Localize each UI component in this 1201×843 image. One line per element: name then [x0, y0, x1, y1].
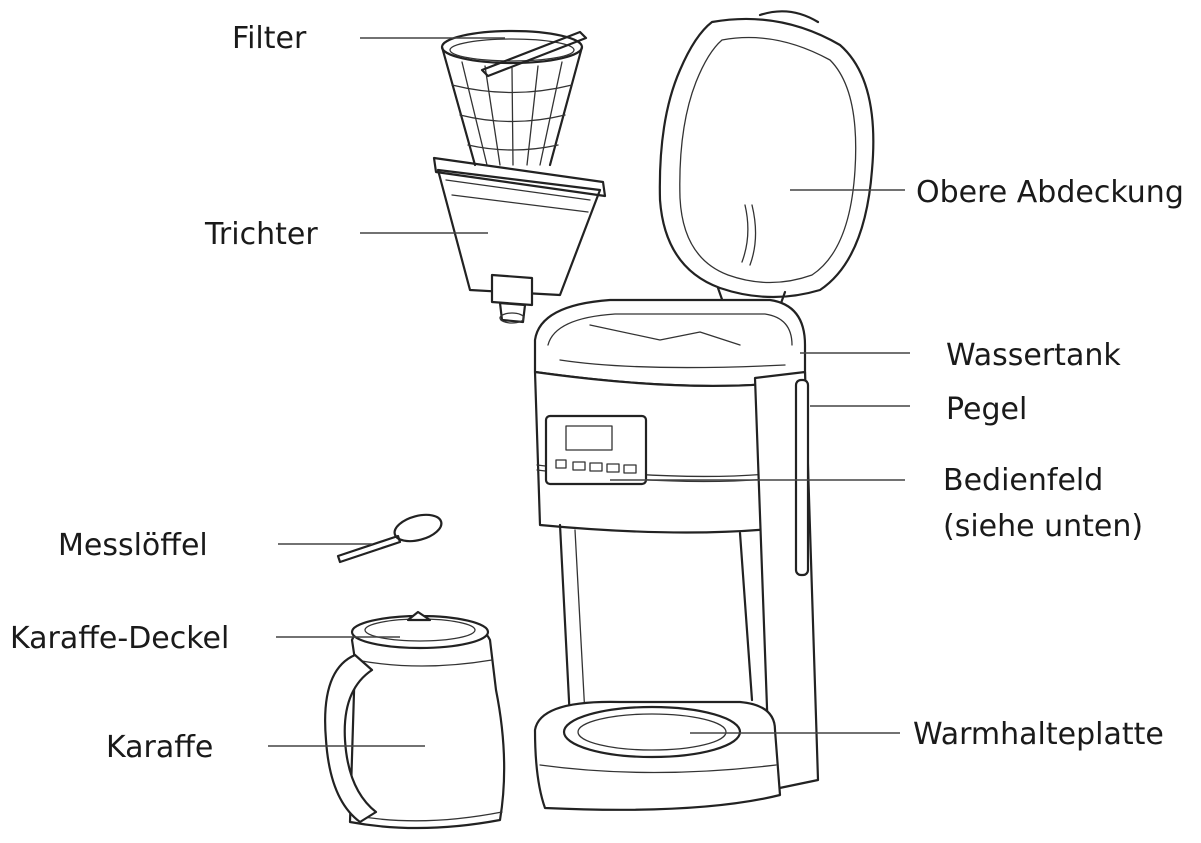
- label-measuring-spoon: Messlöffel: [58, 528, 208, 563]
- funnel-drawing: [432, 156, 607, 324]
- label-carafe: Karaffe: [106, 730, 213, 765]
- measuring-spoon-drawing: [336, 513, 443, 564]
- label-carafe-lid: Karaffe-Deckel: [10, 621, 229, 656]
- carafe-drawing: [324, 610, 506, 830]
- label-level: Pegel: [946, 392, 1027, 427]
- label-filter: Filter: [232, 21, 307, 56]
- top-cover-drawing: [658, 10, 875, 308]
- label-control-panel-note: (siehe unten): [943, 509, 1143, 544]
- filter-basket-drawing: [440, 29, 588, 167]
- leader-lines: [268, 37, 910, 747]
- label-control-panel: Bedienfeld: [943, 463, 1103, 498]
- label-warming-plate: Warmhalteplatte: [913, 717, 1164, 752]
- label-top-cover: Obere Abdeckung: [916, 175, 1184, 210]
- label-funnel: Trichter: [204, 217, 318, 252]
- machine-body-drawing: [533, 298, 820, 811]
- label-water-tank: Wassertank: [946, 338, 1121, 373]
